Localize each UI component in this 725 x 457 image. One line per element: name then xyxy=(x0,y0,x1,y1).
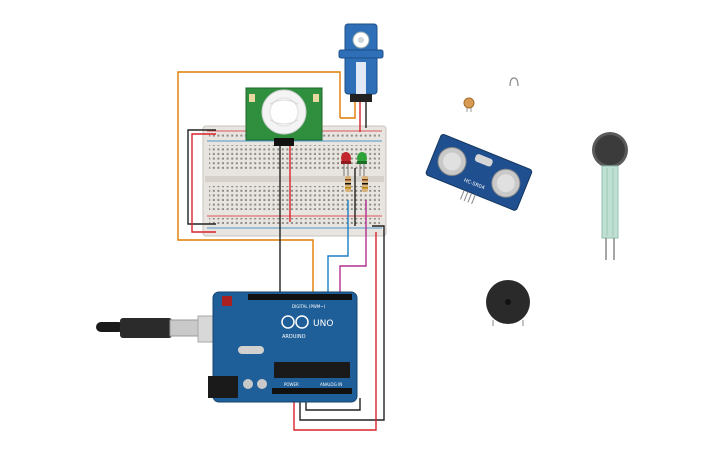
resistor-icon[interactable] xyxy=(345,176,368,192)
wire-red-right xyxy=(293,232,377,431)
wire-black-gnd xyxy=(305,398,361,411)
arduino-uno[interactable]: UNO ARDUINO DIGITAL (PWM~) POWER ANALOG … xyxy=(208,291,358,403)
led-red[interactable] xyxy=(341,152,351,176)
arduino-power-label: POWER xyxy=(284,382,299,387)
wire-orange xyxy=(177,71,341,296)
piezo-buzzer-icon[interactable] xyxy=(486,280,530,326)
arduino-brand: ARDUINO xyxy=(282,334,306,340)
breadboard xyxy=(202,125,387,237)
arduino-analog-label: ANALOG IN xyxy=(320,382,342,387)
wire-led-magenta xyxy=(339,200,367,296)
arduino-digital-label: DIGITAL (PWM~) xyxy=(292,304,326,309)
force-sensor-icon[interactable] xyxy=(592,132,628,260)
ultrasonic-sensor-icon[interactable]: HC-SR04 xyxy=(422,134,533,221)
wire-black-right xyxy=(299,225,385,421)
wire-black-left xyxy=(187,129,216,225)
servo-motor-icon[interactable] xyxy=(338,23,384,102)
wires xyxy=(177,71,385,431)
wire-led-blue xyxy=(327,200,349,296)
arduino-model: UNO xyxy=(313,319,333,329)
photoresistor-icon[interactable] xyxy=(463,97,475,112)
usb-cable-icon xyxy=(96,315,229,343)
small-component-icon[interactable] xyxy=(509,77,519,87)
wire-red-left xyxy=(191,133,216,233)
pir-sensor-icon[interactable] xyxy=(245,87,323,146)
led-green[interactable] xyxy=(357,152,367,176)
